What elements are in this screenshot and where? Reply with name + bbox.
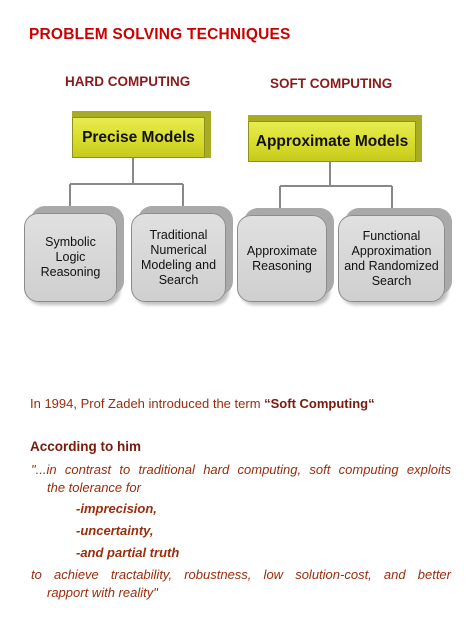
leaf-line: Logic [55,250,86,264]
precise-models-label: Precise Models [82,128,195,146]
leaf-line: Functional [362,228,421,243]
leaf-line: Reasoning [252,258,312,273]
leaf-line: Reasoning [40,265,101,279]
leaf-line: Modeling and [140,257,217,272]
quote-line-2: the tolerance for [47,480,141,495]
soft-computing-heading: SOFT COMPUTING [270,76,393,91]
leaf-line: Traditional [149,227,208,242]
intro-term: “Soft Computing“ [264,396,375,411]
quote-line-1: "...in contrast to traditional hard comp… [31,462,451,477]
approximate-models-box: Approximate Models [248,121,416,162]
leaf-line: Numerical [150,242,207,257]
intro-prefix: In 1994, Prof Zadeh introduced the term [30,396,265,411]
precise-models-box: Precise Models [72,117,205,158]
quote-item-partial-truth: -and partial truth [76,545,180,560]
leaf-line: Symbolic [45,235,96,249]
intro-sentence: In 1994, Prof Zadeh introduced the term … [30,396,375,411]
hard-computing-heading: HARD COMPUTING [65,74,191,89]
leaf-line: and Randomized [344,258,439,273]
leaf-line: Approximate [246,243,318,258]
page-title: PROBLEM SOLVING TECHNIQUES [29,26,291,43]
according-heading: According to him [30,439,141,454]
quote-line-3: to achieve tractability, robustness, low… [31,567,451,582]
symbolic-logic-reasoning-box: Symbolic Logic Reasoning [24,213,117,302]
traditional-numerical-modeling-box: Traditional Numerical Modeling and Searc… [131,213,226,302]
approximate-models-label: Approximate Models [255,132,409,150]
quote-line-4: rapport with reality" [47,585,158,600]
quote-item-imprecision: -imprecision, [76,501,157,516]
quote-item-uncertainty: -uncertainty, [76,523,154,538]
leaf-line: Search [371,273,412,288]
approximate-reasoning-box: Approximate Reasoning [237,215,327,302]
leaf-line: Approximation [351,243,432,258]
leaf-line: Search [158,272,199,287]
functional-approximation-box: Functional Approximation and Randomized … [338,215,445,302]
